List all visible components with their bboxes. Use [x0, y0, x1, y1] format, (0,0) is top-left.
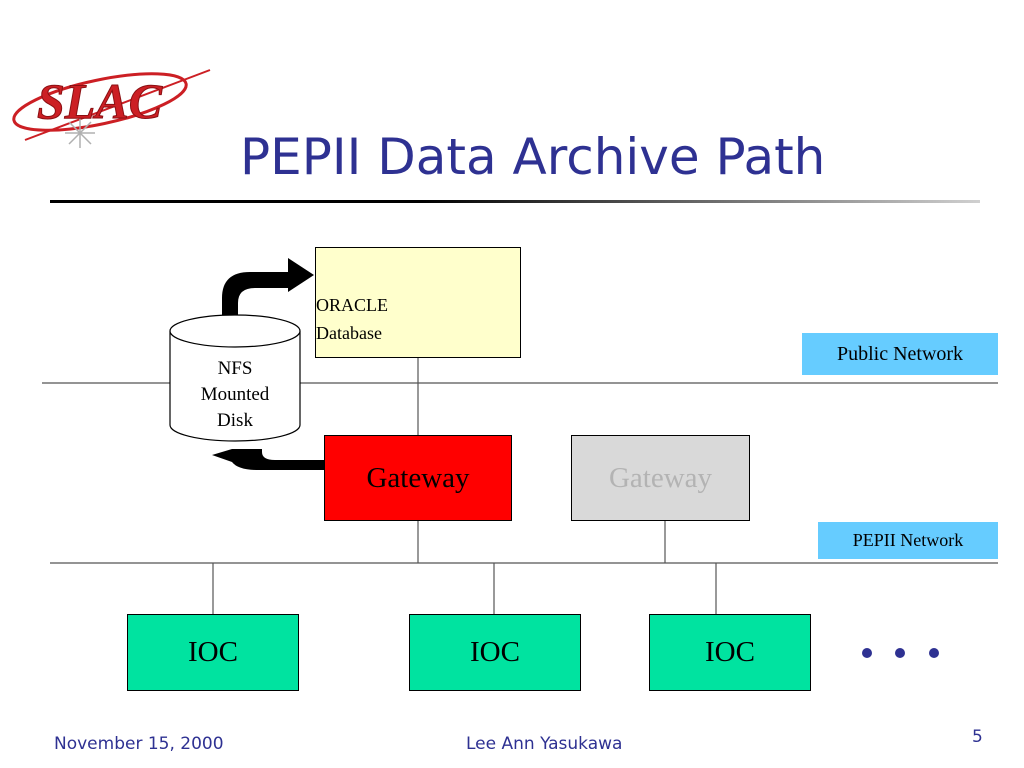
- oracle-line-1: ORACLE: [316, 294, 388, 315]
- footer-author: Lee Ann Yasukawa: [466, 734, 623, 754]
- ellipsis-dot-3: [929, 648, 939, 658]
- footer-date: November 15, 2000: [54, 734, 224, 754]
- slac-logo: SLAC: [12, 69, 211, 148]
- nfs-disk-cylinder: [169, 314, 301, 442]
- title-divider: [50, 200, 980, 203]
- gateway-to-disk-arrow: [212, 449, 324, 470]
- logo-wordmark: SLAC: [37, 73, 163, 129]
- gateway-inactive-box: Gateway: [571, 435, 750, 521]
- logo-starburst: [65, 118, 95, 148]
- disk-line-3: Disk: [217, 410, 253, 431]
- oracle-database-box: ORACLE Database: [315, 247, 521, 358]
- nfs-disk-label: NFS Mounted Disk: [170, 356, 300, 434]
- public-network-label: Public Network: [802, 333, 998, 375]
- page-title: PEPII Data Archive Path: [240, 128, 826, 186]
- ioc-box-3: IOC: [649, 614, 811, 691]
- page-number: 5: [972, 727, 983, 747]
- ioc-box-2: IOC: [409, 614, 581, 691]
- disk-line-1: NFS: [217, 358, 253, 379]
- disk-to-oracle-arrow: [222, 258, 314, 322]
- ellipsis-dot-2: [895, 648, 905, 658]
- ellipsis-dot-1: [862, 648, 872, 658]
- ioc-box-1: IOC: [127, 614, 299, 691]
- pepii-network-label: PEPII Network: [818, 522, 998, 559]
- gateway-active-box: Gateway: [324, 435, 512, 521]
- disk-line-2: Mounted: [200, 384, 270, 405]
- oracle-line-2: Database: [316, 322, 382, 343]
